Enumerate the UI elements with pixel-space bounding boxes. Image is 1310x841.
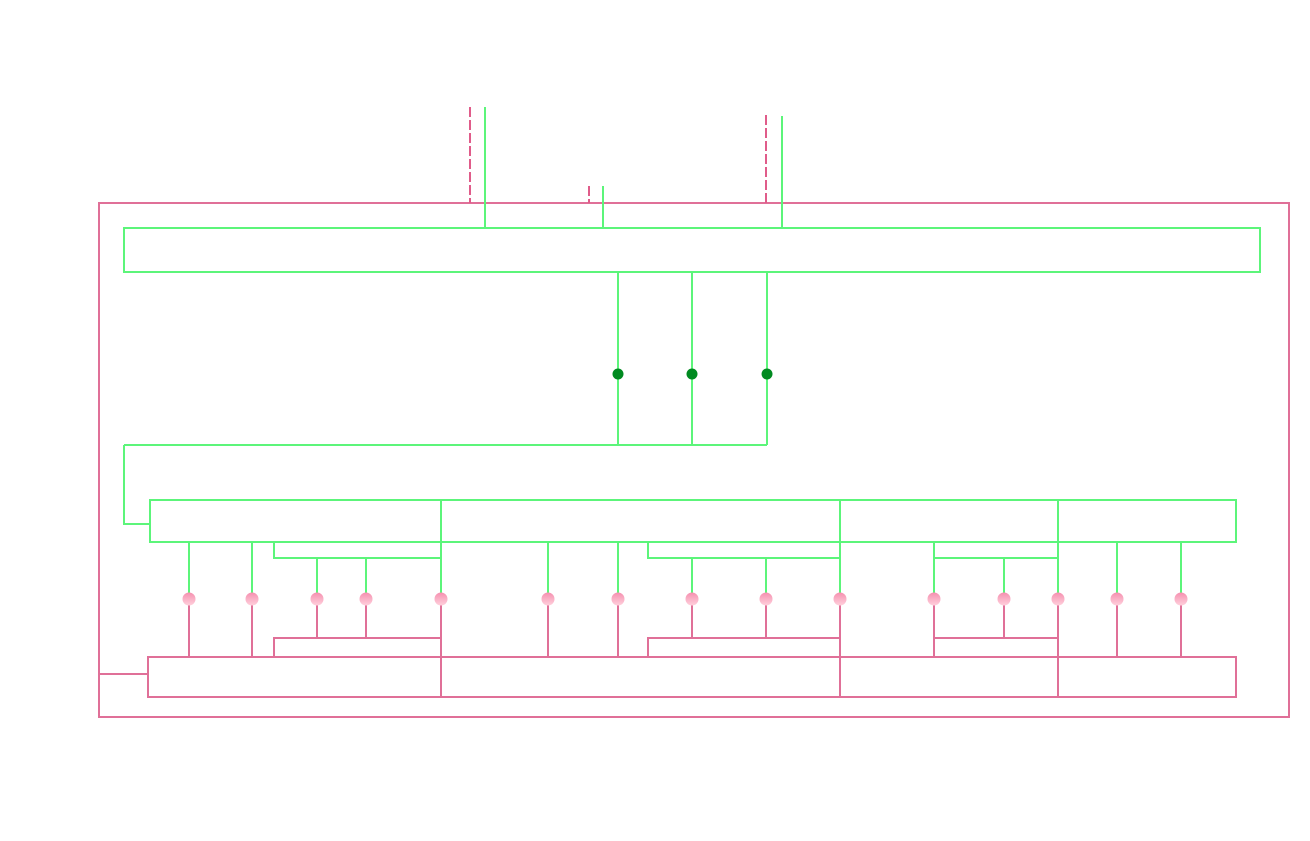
pink-junction-node (1110, 592, 1124, 606)
pink-junction-node (541, 592, 555, 606)
pink-branch-wires (99, 599, 1182, 697)
pink-lower-bus (147, 656, 1237, 698)
pink-input-leads (469, 107, 767, 203)
green-junction-node (612, 368, 624, 380)
green-node-group (612, 368, 773, 380)
pink-junction-node (833, 592, 847, 606)
pink-junction-node (927, 592, 941, 606)
pink-junction-node (1174, 592, 1188, 606)
pink-junction-node (759, 592, 773, 606)
green-lower-bus (149, 499, 1237, 543)
pink-junction-node (310, 592, 324, 606)
pink-junction-node (1051, 592, 1065, 606)
green-junction-node (761, 368, 773, 380)
green-junction-node (686, 368, 698, 380)
pink-node-group (182, 592, 1188, 606)
pink-junction-node (359, 592, 373, 606)
pink-junction-node (182, 592, 196, 606)
pink-outer-frame (98, 202, 1290, 718)
pink-junction-node (245, 592, 259, 606)
green-top-bus (123, 227, 1261, 273)
pink-junction-node (685, 592, 699, 606)
pink-junction-node (611, 592, 625, 606)
green-input-leads (484, 107, 783, 228)
pink-junction-node (434, 592, 448, 606)
green-feeders (123, 272, 768, 525)
pink-junction-node (997, 592, 1011, 606)
green-branch-wires (188, 500, 1182, 599)
